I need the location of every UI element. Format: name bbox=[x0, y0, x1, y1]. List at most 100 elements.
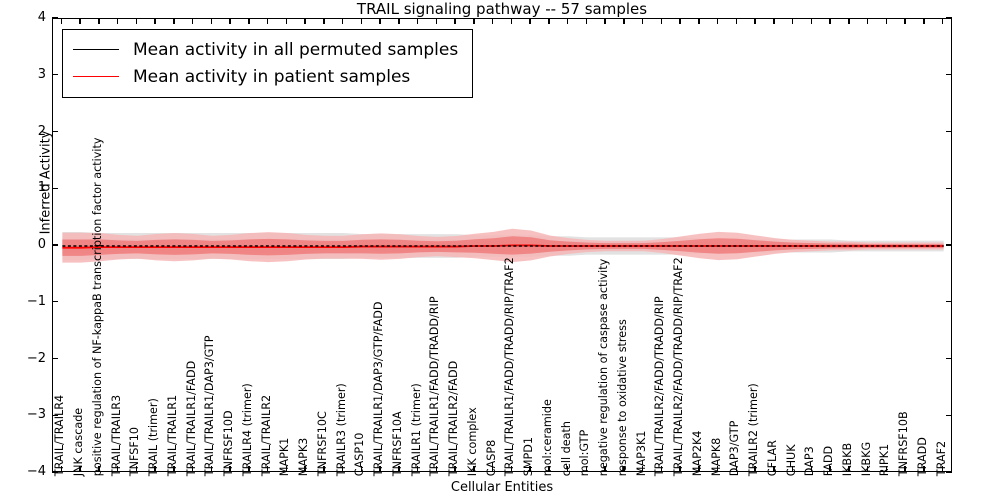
x-tick-mark bbox=[623, 466, 625, 472]
y-tick-label: 2 bbox=[37, 123, 46, 139]
x-tick-mark bbox=[60, 466, 63, 472]
x-tick-mark-top bbox=[660, 18, 663, 24]
x-tick-mark-top bbox=[810, 18, 813, 24]
x-tick-mark-top bbox=[248, 18, 250, 24]
y-tick-label: 3 bbox=[37, 66, 46, 82]
legend: Mean activity in all permuted samples Me… bbox=[62, 29, 474, 98]
legend-line-black-icon bbox=[73, 49, 119, 50]
x-category-label: TRAIL (trimer) bbox=[146, 397, 160, 476]
x-category-label: TRAIL/TRAILR1/FADD/TRADD/RIP bbox=[428, 296, 442, 476]
x-tick-mark-top bbox=[341, 18, 344, 24]
x-tick-mark bbox=[416, 466, 419, 472]
y-tick-label: 4 bbox=[37, 10, 46, 25]
x-category-label: TNFRSF10A bbox=[390, 411, 404, 476]
x-axis-label: Cellular Entities bbox=[450, 480, 554, 495]
x-category-label: TRAIL/TRAILR3 bbox=[109, 394, 123, 476]
x-tick-mark bbox=[491, 466, 494, 472]
x-category-label: IKBKB bbox=[840, 442, 854, 476]
x-category-label: SMPD1 bbox=[521, 436, 535, 476]
x-tick-mark bbox=[98, 466, 100, 472]
x-tick-mark-top bbox=[848, 18, 850, 24]
x-category-label: TRAILR1 (trimer) bbox=[409, 383, 423, 476]
x-category-label: CASP8 bbox=[484, 439, 498, 476]
x-tick-mark-top bbox=[360, 18, 363, 24]
y-tick-mark bbox=[52, 244, 58, 246]
x-tick-mark-top bbox=[679, 18, 681, 24]
x-tick-mark-top bbox=[698, 18, 700, 24]
x-category-label: DAP3 bbox=[803, 446, 817, 476]
x-category-label: TRAILR4 (trimer) bbox=[240, 383, 254, 476]
x-category-label: MAPK3 bbox=[296, 437, 310, 476]
y-tick-mark-right bbox=[946, 17, 952, 19]
x-tick-mark bbox=[473, 466, 475, 472]
x-tick-mark-top bbox=[60, 18, 63, 24]
x-tick-mark bbox=[885, 466, 888, 472]
x-category-label: TRAIL/TRAILR1 bbox=[165, 394, 179, 476]
x-category-label: TNFRSF10C bbox=[315, 411, 329, 476]
y-tick-label: −3 bbox=[26, 407, 46, 423]
y-tick-mark bbox=[52, 471, 58, 473]
x-tick-mark-top bbox=[904, 18, 906, 24]
y-tick-mark-right bbox=[946, 301, 952, 303]
y-tick-label: −1 bbox=[26, 293, 46, 309]
x-tick-mark-top bbox=[98, 18, 100, 24]
x-tick-mark bbox=[773, 466, 775, 472]
x-tick-mark bbox=[698, 466, 700, 472]
x-tick-mark bbox=[266, 466, 269, 472]
x-tick-mark bbox=[323, 466, 325, 472]
x-tick-mark-top bbox=[323, 18, 325, 24]
x-category-label: MAPK8 bbox=[709, 437, 723, 476]
x-tick-mark bbox=[754, 466, 756, 472]
y-tick-mark-right bbox=[946, 357, 952, 360]
y-tick-label: −4 bbox=[26, 464, 46, 479]
legend-item-permuted: Mean activity in all permuted samples bbox=[73, 36, 458, 63]
x-category-label: TRAIL/TRAILR2/FADD bbox=[446, 360, 460, 476]
x-tick-mark-top bbox=[866, 18, 869, 24]
x-tick-mark bbox=[923, 466, 925, 472]
x-tick-mark-top bbox=[754, 18, 756, 24]
x-tick-mark-top bbox=[548, 18, 550, 24]
x-tick-mark bbox=[660, 466, 663, 472]
x-category-label: cell death bbox=[559, 420, 573, 476]
x-tick-mark-top bbox=[285, 18, 288, 24]
x-tick-mark-top bbox=[398, 18, 400, 24]
x-tick-mark-top bbox=[379, 18, 381, 24]
x-tick-mark-top bbox=[191, 18, 194, 24]
x-category-label: RIPK1 bbox=[878, 443, 892, 476]
x-category-label: TRAILR2 (trimer) bbox=[746, 383, 760, 476]
x-category-label: IKK complex bbox=[465, 407, 479, 476]
x-category-label: TRAIL/TRAILR1/DAP3/GTP bbox=[203, 335, 217, 476]
legend-item-patient: Mean activity in patient samples bbox=[73, 63, 458, 90]
y-tick-label: 1 bbox=[37, 180, 46, 196]
x-tick-mark bbox=[604, 466, 606, 472]
x-category-label: TRAIL/TRAILR1/FADD bbox=[184, 360, 198, 476]
x-category-label: negative regulation of caspase activity bbox=[596, 258, 610, 476]
x-tick-mark-top bbox=[229, 18, 231, 24]
x-category-label: TRAIL/TRAILR2 bbox=[259, 394, 273, 476]
x-category-label: TRAIL/TRAILR2/FADD/TRADD/RIP bbox=[653, 296, 667, 476]
x-tick-mark-top bbox=[304, 18, 306, 24]
x-category-label: TRAF2 bbox=[934, 440, 948, 476]
x-category-label: TRADD bbox=[915, 436, 929, 476]
x-tick-mark-top bbox=[154, 18, 156, 24]
x-category-label: TRAIL/TRAILR1/FADD/TRADD/RIP/TRAF2 bbox=[503, 257, 517, 476]
x-tick-mark-top bbox=[491, 18, 494, 24]
x-tick-mark-top bbox=[735, 18, 738, 24]
x-tick-mark-top bbox=[923, 18, 925, 24]
x-category-label: FADD bbox=[821, 445, 835, 476]
x-tick-mark-top bbox=[623, 18, 625, 24]
x-category-label: MAPK1 bbox=[278, 437, 292, 476]
x-tick-mark bbox=[341, 466, 344, 472]
x-tick-mark-top bbox=[454, 18, 456, 24]
x-tick-mark bbox=[191, 466, 194, 472]
chart-title: TRAIL signaling pathway -- 57 samples bbox=[356, 0, 648, 18]
x-category-label: IKBKG bbox=[859, 441, 873, 476]
x-category-label: positive regulation of NF-kappaB transcr… bbox=[90, 137, 104, 476]
y-tick-mark bbox=[52, 130, 58, 133]
x-tick-mark-top bbox=[135, 18, 138, 24]
y-tick-mark-right bbox=[946, 187, 952, 189]
x-tick-mark bbox=[585, 466, 588, 472]
x-category-label: JNK cascade bbox=[71, 407, 85, 476]
x-tick-mark bbox=[848, 466, 850, 472]
x-tick-mark bbox=[248, 466, 250, 472]
